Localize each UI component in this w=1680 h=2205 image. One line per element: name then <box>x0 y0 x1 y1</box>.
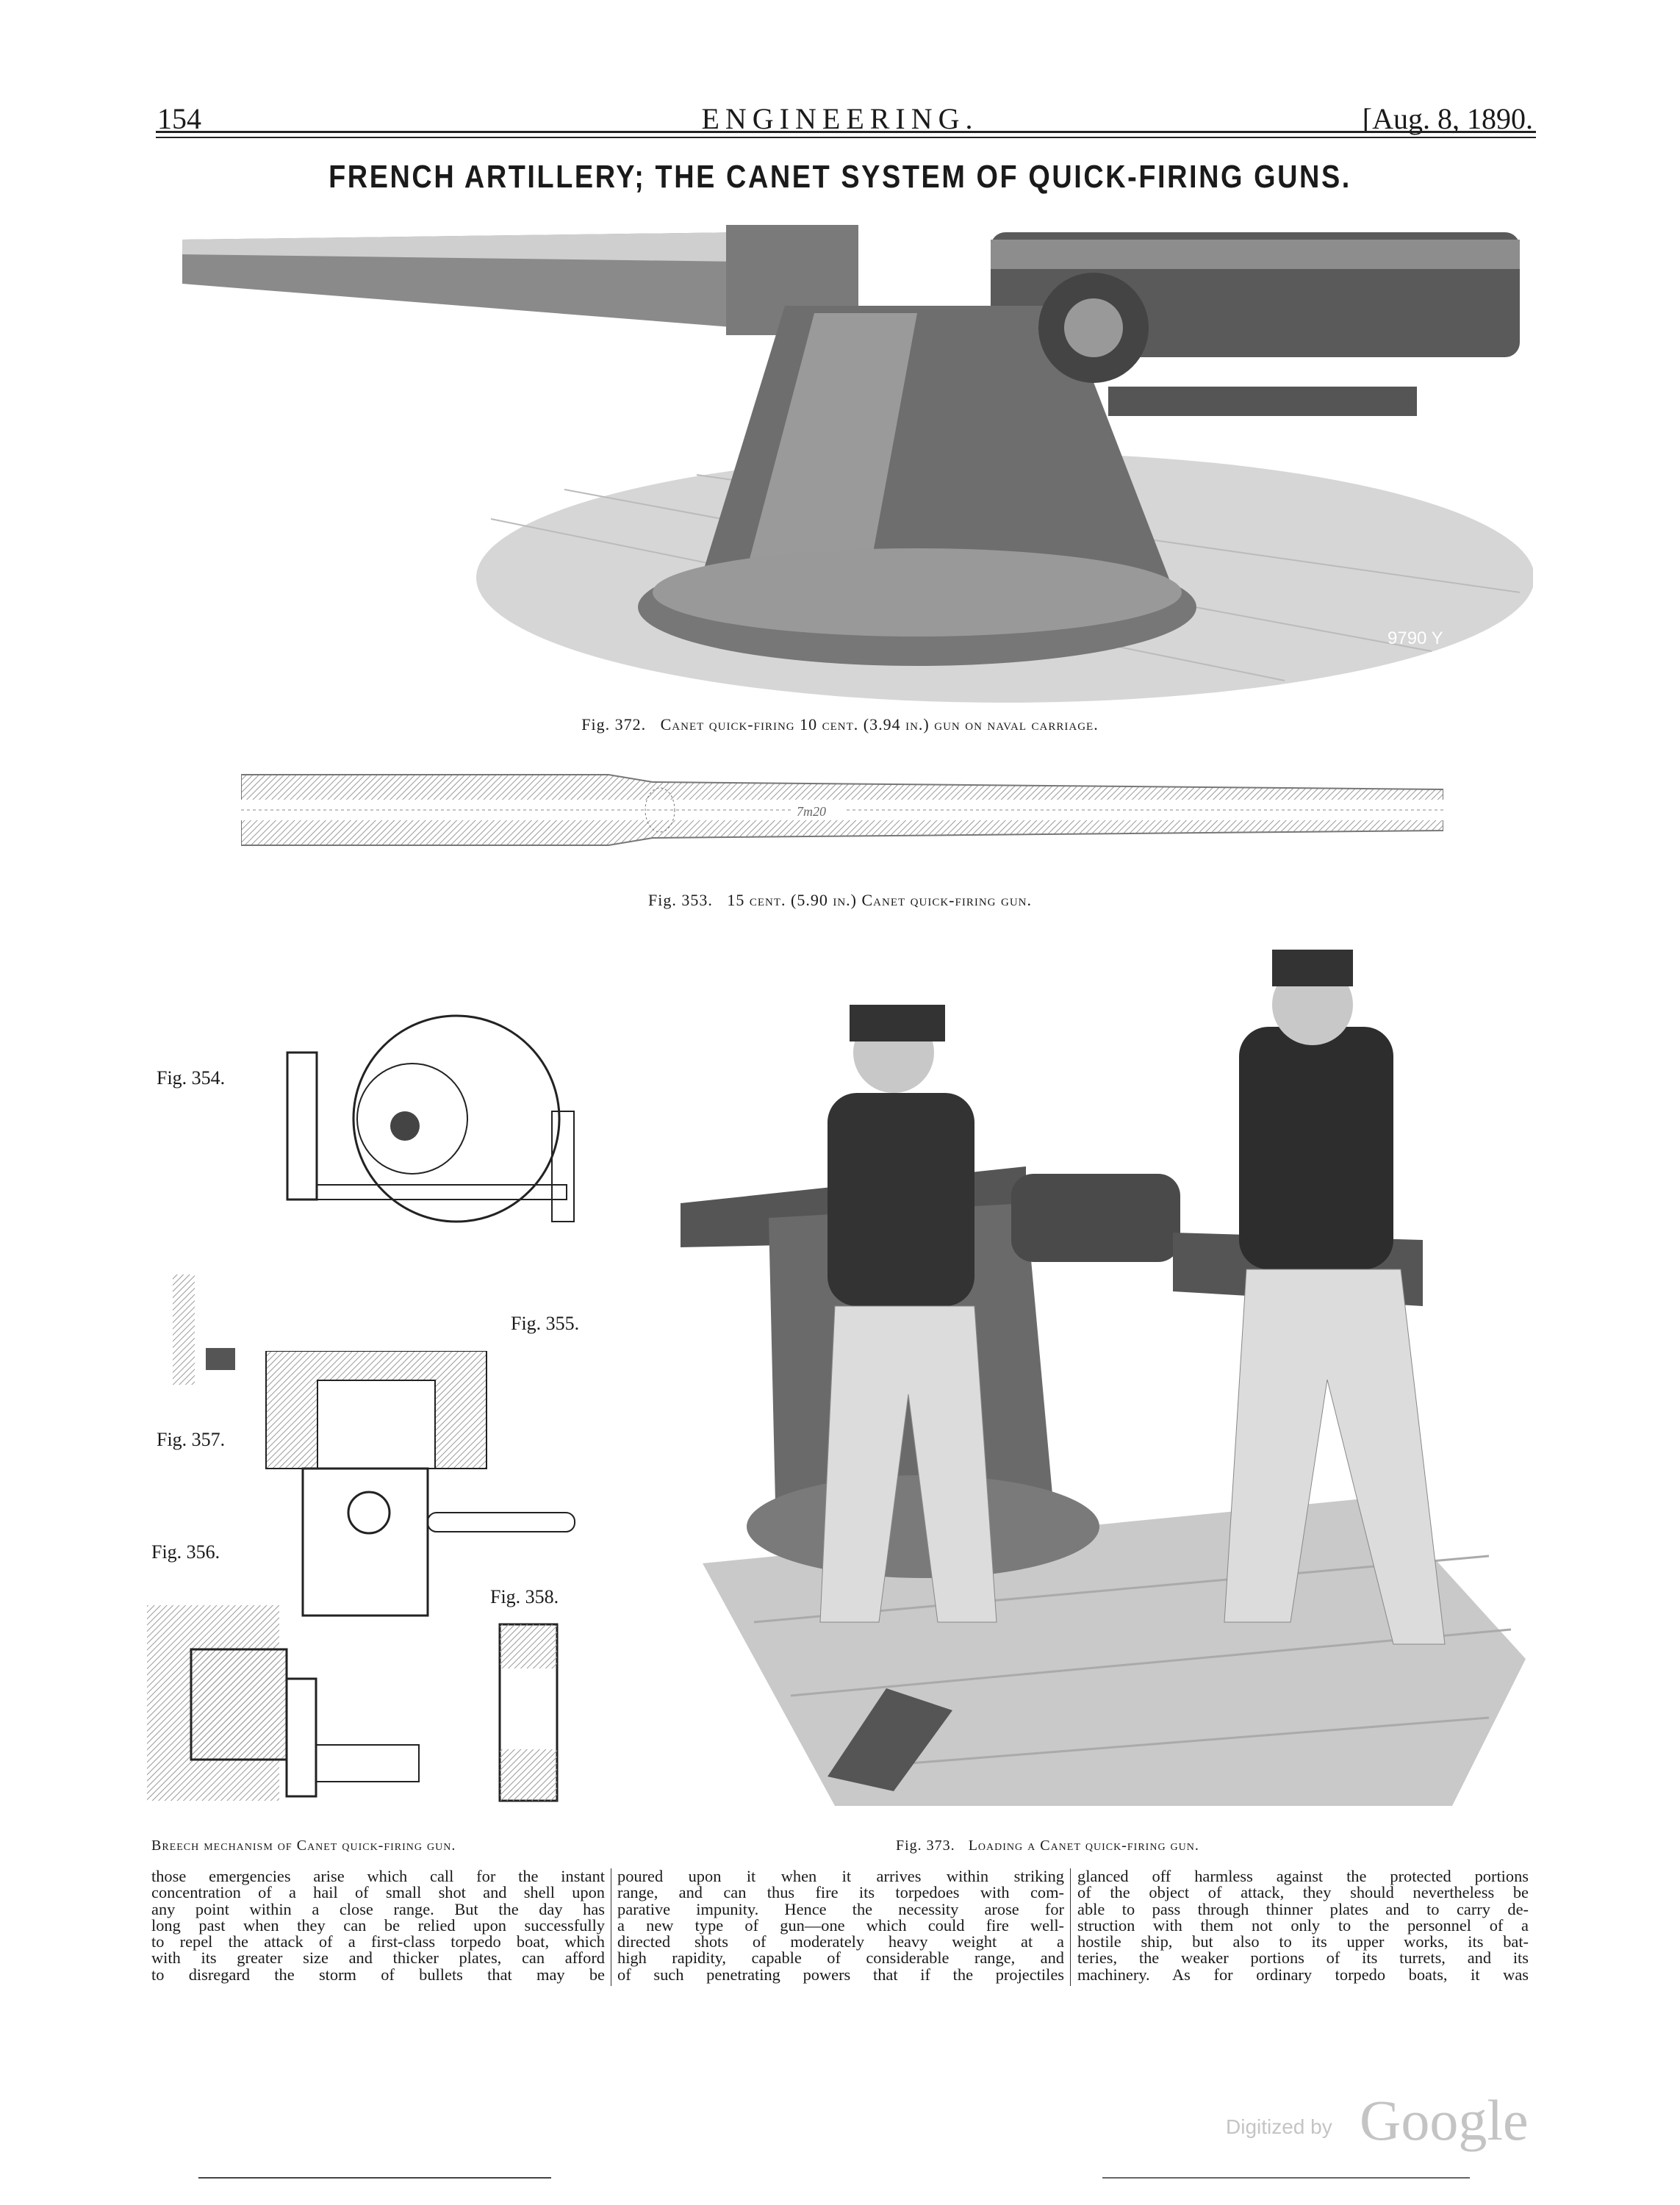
fig372-label: Fig. 372. <box>581 715 647 734</box>
header-rule-lower <box>156 137 1536 138</box>
fig355-drawing <box>259 1351 589 1624</box>
page-number: 154 <box>157 102 201 135</box>
fig353-caption: Fig. 353. 15 cent. (5.90 in.) Canet quic… <box>0 891 1680 910</box>
bottom-rule <box>1102 2177 1470 2179</box>
text-line: any point within a close range. But the … <box>151 1899 605 1918</box>
text-line: to disregard the storm of bullets that m… <box>151 1965 605 1984</box>
digitized-by-text: Digitized by <box>1226 2115 1332 2138</box>
fig357-label: Fig. 357. <box>157 1429 226 1450</box>
fig372-caption-text: Canet quick-firing 10 cent. (3.94 in.) g… <box>660 715 1099 734</box>
fig357-drawing <box>165 1267 245 1393</box>
text-line: high rapidity, capable of considerable r… <box>617 1948 1064 1968</box>
text-line: struction with them not only to the pers… <box>1077 1915 1529 1935</box>
fig373-label: Fig. 373. <box>896 1838 955 1854</box>
fig353-gun-section: 7m20 <box>241 767 1443 853</box>
text-line: able to pass through thinner plates and … <box>1077 1899 1529 1918</box>
text-line: teries, the weaker portions of its turre… <box>1077 1948 1529 1968</box>
fig355-label: Fig. 355. <box>511 1313 580 1334</box>
text-line: hostile ship, but also to its upper work… <box>1077 1932 1529 1951</box>
article-title: FRENCH ARTILLERY; THE CANET SYSTEM OF QU… <box>329 159 1351 195</box>
fig372-engraving: 9790 Y <box>182 210 1533 707</box>
fig353-label: Fig. 353. <box>648 891 713 909</box>
fig373-caption-text: Loading a Canet quick-firing gun. <box>968 1838 1199 1854</box>
google-logo: Google <box>1360 2088 1529 2152</box>
text-line: parative impunity. Hence the necessity a… <box>617 1899 1064 1918</box>
body-column-2: poured upon it when it arrives within st… <box>617 1868 1064 1983</box>
fig354-label: Fig. 354. <box>157 1067 226 1089</box>
fig353-dimension: 7m20 <box>797 804 826 819</box>
fig356-label: Fig. 356. <box>151 1541 220 1563</box>
fig373-caption: Fig. 373. Loading a Canet quick-firing g… <box>896 1838 1199 1854</box>
text-line: with its greater size and thicker plates… <box>151 1948 605 1968</box>
fig353-caption-text: 15 cent. (5.90 in.) Canet quick-firing g… <box>727 891 1032 909</box>
text-line: directed shots of moderately heavy weigh… <box>617 1932 1064 1951</box>
body-column-1: those emergencies arise which call for t… <box>151 1868 605 1983</box>
fig356-drawing <box>147 1568 420 1801</box>
fig358-label: Fig. 358. <box>490 1586 559 1607</box>
text-line: concentration of a hail of small shot an… <box>151 1883 605 1902</box>
text-line: machinery. As for ordinary torpedo boats… <box>1077 1965 1529 1984</box>
text-line: of the object of attack, they should nev… <box>1077 1883 1529 1902</box>
header-rule <box>156 131 1536 133</box>
fig373-engraving <box>644 924 1526 1806</box>
fig354-drawing <box>273 1008 589 1282</box>
bottom-rule <box>198 2177 551 2179</box>
issue-date: [Aug. 8, 1890. <box>1362 102 1533 135</box>
text-line: range, and can thus fire its torpedoes w… <box>617 1883 1064 1902</box>
text-line: long past when they can be relied upon s… <box>151 1915 605 1935</box>
journal-title: ENGINEERING. <box>701 102 979 135</box>
engraver-mark: 9790 Y <box>1388 628 1443 648</box>
column-divider <box>1070 1868 1071 1986</box>
fig372-caption: Fig. 372. Canet quick-firing 10 cent. (3… <box>0 715 1680 734</box>
text-line: those emergencies arise which call for t… <box>151 1867 605 1885</box>
text-line: of such penetrating powers that if the p… <box>617 1965 1064 1984</box>
text-line: to repel the attack of a first-class tor… <box>151 1932 605 1951</box>
text-line: a new type of gun—one which could fire w… <box>617 1915 1064 1935</box>
breech-caption: Breech mechanism of Canet quick-firing g… <box>151 1838 456 1854</box>
text-line: poured upon it when it arrives within st… <box>617 1867 1064 1885</box>
fig358-drawing <box>497 1617 560 1807</box>
text-line: glanced off harmless against the protect… <box>1077 1867 1529 1885</box>
body-column-3: glanced off harmless against the protect… <box>1077 1868 1529 1983</box>
